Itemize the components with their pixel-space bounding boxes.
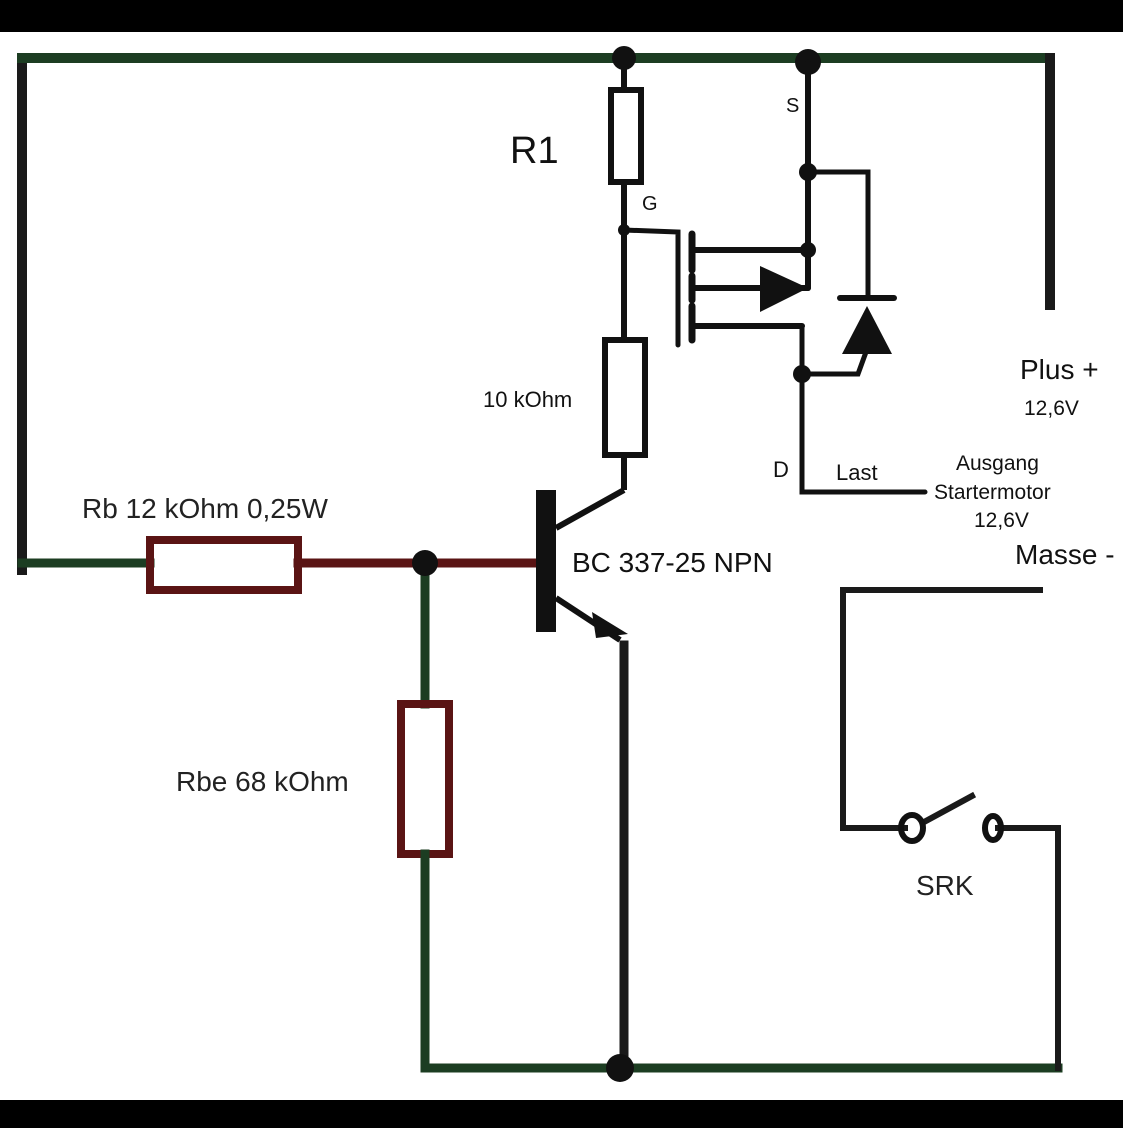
npn-transistor [536,487,628,643]
label-plus-voltage: 12,6V [1024,397,1079,420]
junction-dot-base [412,550,438,576]
junction-dot-diode-top [799,163,817,181]
switch-lever [919,791,977,827]
gate-wire [621,227,681,348]
masse-wire [840,587,1043,831]
label-output-voltage: 12,6V [974,509,1029,532]
collector-lead [554,487,626,531]
diode-triangle [842,306,892,354]
label-load: Last [836,460,878,485]
switch-right-contact [982,813,1004,843]
label-gate: G [642,193,658,215]
label-rbe: Rbe 68 kOhm [176,766,349,797]
label-output-line2: Startermotor [934,481,1051,504]
label-source: S [786,95,799,117]
label-plus: Plus + [1020,354,1099,385]
label-switch: SRK [916,870,974,901]
transistor-base-bar [536,490,556,632]
emitter-arrow [592,612,628,638]
top-rail [17,53,1055,575]
label-transistor: BC 337-25 NPN [572,547,773,578]
diode-bottom-wire [799,349,869,377]
base-network [17,536,1063,1073]
junction-dot-drain [793,365,811,383]
label-drain: D [773,457,789,482]
switch-srk [840,587,1061,1071]
junction-dot-source [800,242,816,258]
junction-dot-ground [606,1054,634,1082]
label-output-line1: Ausgang [956,452,1039,475]
label-ground: Masse - [1015,539,1115,570]
label-r1: R1 [510,130,559,172]
paper [0,32,1123,1100]
mosfet-arrow [760,266,808,312]
r1-branch [602,58,648,490]
diode-top-wire [805,169,871,299]
label-10k: 10 kOhm [483,387,572,412]
label-rb: Rb 12 kOhm 0,25W [82,493,328,524]
switch-left-contact [898,812,926,844]
switch-right-wire [995,825,1061,1071]
